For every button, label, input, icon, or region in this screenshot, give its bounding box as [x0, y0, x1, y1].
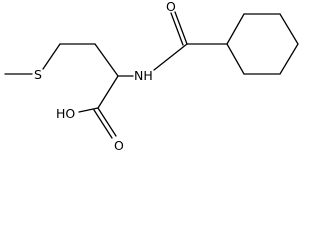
atom-sulfur-label: S: [34, 67, 42, 82]
bond-s-ch2: [42, 43, 61, 70]
chemical-structure: S NH HO O O: [4, 0, 299, 153]
atom-amide-oxygen-label: O: [166, 0, 176, 14]
bond-amide-o-double-2: [170, 12, 184, 46]
bond-carboxyl-o-double-1: [97, 107, 117, 137]
atom-nh-label: NH: [134, 68, 153, 83]
cyclohexane-ring: [226, 13, 299, 75]
bond-amide-o-double-1: [174, 11, 188, 45]
bond-carboxyl-o-double-2: [93, 109, 113, 139]
bond-alpha-carboxyl: [97, 75, 119, 109]
atom-carboxyl-oxygen-label: O: [114, 138, 124, 153]
bond-ch2-alpha: [94, 43, 119, 77]
bond-carboxyl-oh: [78, 107, 99, 113]
bond-nh-amide: [153, 43, 188, 71]
atom-hydroxyl-label: HO: [56, 106, 75, 121]
